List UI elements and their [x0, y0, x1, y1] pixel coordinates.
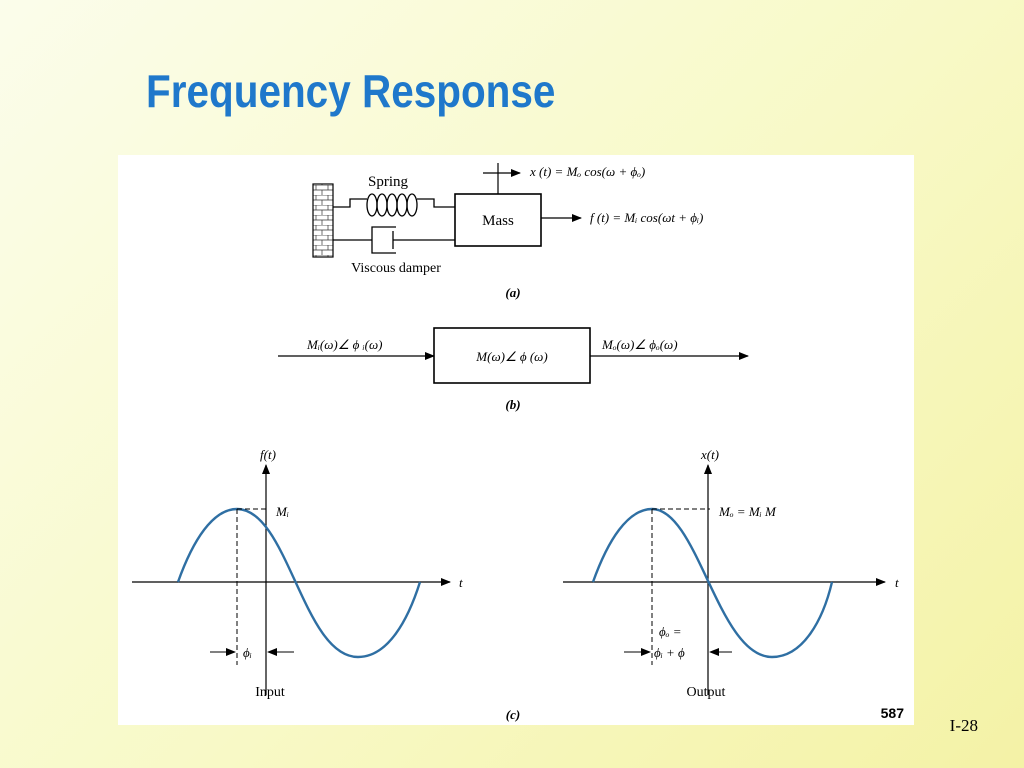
output-y-label: x(t) — [700, 447, 719, 462]
transfer-input-label: Mᵢ(ω)∠ ϕ ᵢ(ω) — [306, 337, 383, 352]
figure-page-number: 587 — [881, 705, 905, 721]
damper-icon — [333, 226, 455, 254]
input-caption: Input — [255, 685, 285, 700]
output-plot: x(t) t Mₒ = Mᵢ M ϕₒ = ϕᵢ + ϕ Output — [563, 447, 899, 700]
input-x-label: t — [459, 575, 463, 590]
output-sine-wave — [591, 507, 834, 659]
spring-icon — [333, 193, 455, 217]
input-amplitude-label: Mᵢ — [275, 504, 289, 519]
transfer-block-label: M(ω)∠ ϕ (ω) — [475, 349, 547, 364]
output-x-label: t — [895, 575, 899, 590]
damper-label: Viscous damper — [351, 261, 441, 276]
input-equation: f (t) = Mᵢ cos(ωt + ϕᵢ) — [590, 210, 703, 225]
mass-label: Mass — [482, 213, 514, 229]
mass-block — [454, 193, 542, 247]
caption-a: (a) — [505, 285, 520, 300]
part-b-block-diagram: Mᵢ(ω)∠ ϕ ᵢ(ω) M(ω)∠ ϕ (ω) Mₒ(ω)∠ ϕₒ(ω) (… — [278, 327, 749, 412]
input-sine-wave — [176, 507, 422, 659]
figure-panel: Spring Viscous damper Mass x — [118, 155, 914, 725]
slide-number: I-28 — [949, 716, 978, 735]
output-phase-label-line2: ϕᵢ + ϕ — [654, 645, 685, 660]
transfer-block — [433, 327, 591, 384]
output-amplitude-label: Mₒ = Mᵢ M — [718, 504, 777, 519]
input-phase-label: ϕᵢ — [243, 645, 252, 660]
output-phase-label-line1: ϕₒ = — [659, 624, 681, 639]
input-y-label: f(t) — [260, 447, 276, 462]
wall-icon — [312, 183, 334, 258]
spring-label: Spring — [368, 174, 409, 190]
input-plot: f(t) t Mᵢ ϕᵢ Input — [132, 447, 463, 700]
figure-svg: Spring Viscous damper Mass x — [132, 163, 905, 722]
output-caption: Output — [687, 685, 726, 700]
part-a-mechanical-system: Spring Viscous damper Mass x — [312, 163, 703, 300]
caption-c: (c) — [506, 707, 520, 722]
slide-title: Frequency Response — [146, 65, 556, 117]
transfer-output-label: Mₒ(ω)∠ ϕₒ(ω) — [601, 337, 678, 352]
output-equation: x (t) = Mₒ cos(ω + ϕₒ) — [529, 164, 645, 179]
caption-b: (b) — [505, 397, 520, 412]
